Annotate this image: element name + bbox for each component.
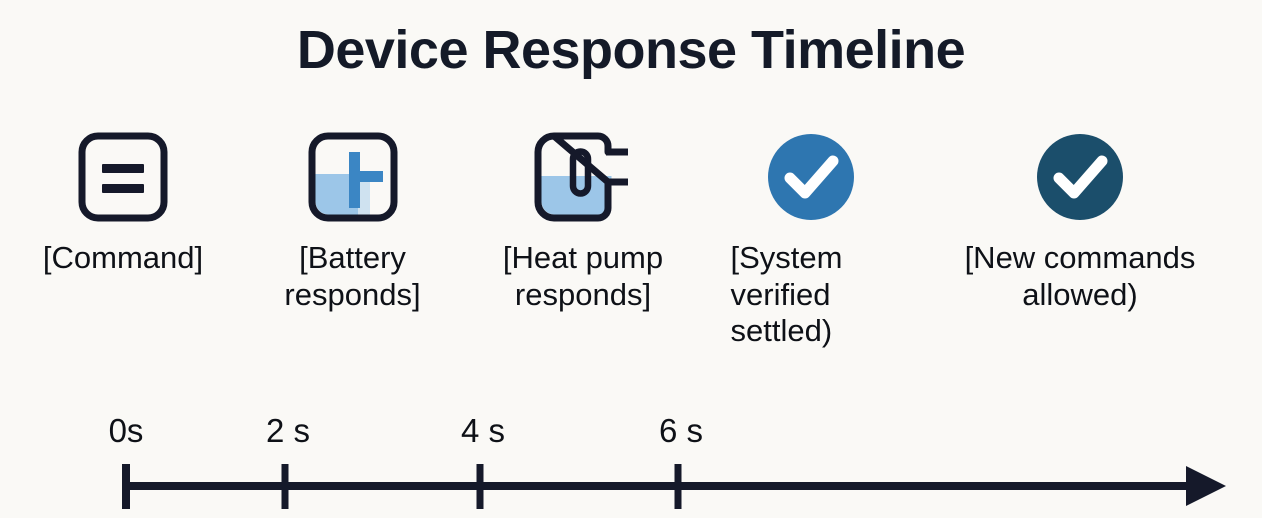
page-title: Device Response Timeline [296,20,966,80]
icon-wrap [532,130,634,228]
icon-wrap [76,130,170,228]
axis-tick-label-3: 6 s [658,412,704,449]
milestone-label: [Battery responds] [284,240,421,312]
milestone-label: [System verified settled) [730,240,843,349]
axis-tick-label-2: 4 s [460,412,506,449]
icon-wrap [764,130,858,228]
battery-level-icon [306,130,400,229]
check-circle-navy-icon [1033,130,1127,229]
milestone-new-commands: [New commands allowed) [930,130,1230,313]
milestone-heat-pump: [Heat pump responds] [468,130,698,313]
milestone-system-verified: [System verified settled) [718,130,903,350]
milestone-command: [Command] [8,130,238,277]
milestone-battery: [Battery responds] [250,130,455,313]
axis-tick-label-1: 2 s [265,412,311,449]
icon-wrap [1033,130,1127,228]
check-circle-blue-icon [764,130,858,229]
icon-wrap [306,130,400,228]
milestone-label: [New commands allowed) [964,240,1196,312]
milestone-label: [Heat pump responds] [502,240,664,312]
heat-pump-thermometer-icon [532,130,634,229]
milestone-label: [Command] [42,240,204,275]
axis-tick-label-0: 0s [108,412,144,449]
command-square-icon [76,130,170,229]
